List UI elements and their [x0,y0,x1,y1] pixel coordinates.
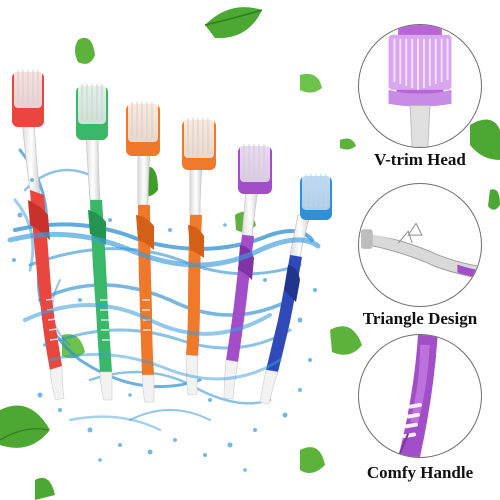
leaf-icon [62,334,85,359]
toothbrush-handle-closeup-icon [358,334,482,458]
toothbrush-purple [223,142,272,400]
leaf-icon [488,189,500,210]
water-droplets [12,178,317,472]
toothbrush-green [76,82,113,401]
toothbrush-neck-closeup-icon [358,183,482,307]
leaf-icon [300,73,322,93]
feature-label: V-trim Head [374,150,466,169]
leaf-icon [204,7,263,39]
toothbrush-blue [259,172,332,405]
feature-label: Triangle Design [362,309,478,328]
leaf-icon [300,447,325,474]
leaf-icon [35,477,55,500]
toothbrush-orange [126,100,160,403]
toothbrush-head-closeup-icon [358,24,482,148]
water-splash-front [7,198,321,432]
leaf-icon [330,326,362,355]
toothbrush-orange [182,116,216,396]
leaf-icon [470,119,500,160]
leaf-icon [0,405,50,448]
feature-label: Comfy Handle [366,463,474,482]
leaf-icon [75,37,95,64]
leaf-icon [340,138,356,150]
